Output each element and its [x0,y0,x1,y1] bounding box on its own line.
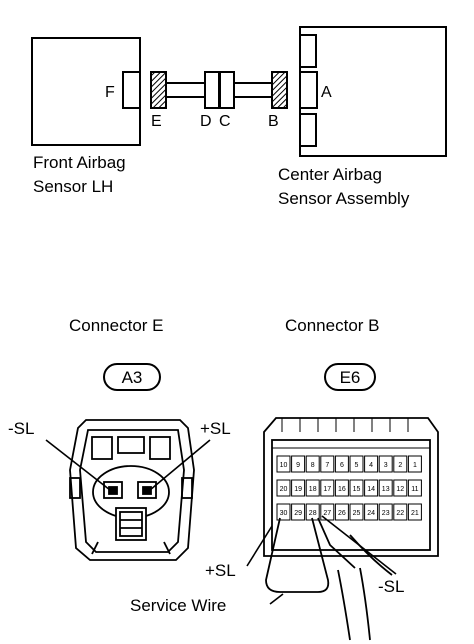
pin-number: 13 [382,486,390,493]
connector-d-plug [204,71,220,109]
service-wire-leader [269,593,284,605]
center-airbag-sensor-assembly: A [299,26,447,157]
pin-cell [407,503,422,521]
harness-letter-d: D [200,113,212,130]
connector-e-plus-leader [149,439,211,491]
pin-number: 9 [296,462,300,469]
pin-number: 15 [353,486,361,493]
service-wire [265,517,393,641]
connector-b-code-badge [324,363,376,391]
pin-cell [334,503,349,521]
connector-a-letter: A [321,84,332,101]
pin-number: 27 [323,510,331,517]
pin-cell [393,479,408,497]
pin-cell [407,479,422,497]
connector-b-plug [271,71,288,109]
pin-cell [276,503,291,521]
pin-number: 20 [280,486,288,493]
pin-cell [291,503,306,521]
pin-number: 16 [338,486,346,493]
pin-number: 22 [396,510,404,517]
pin-number: 4 [369,462,373,469]
connector-f-letter: F [105,84,115,101]
connector-e-title: Connector E [69,316,164,335]
pin-cell [320,455,335,473]
pin-cell [291,479,306,497]
pin-cell [393,455,408,473]
connector-b-minus-leader [321,515,397,575]
connector-e-code-badge [103,363,161,391]
assembly-socket-upper [299,34,317,68]
connector-b-title: Connector B [285,316,380,335]
pin-number: 11 [411,486,418,493]
connector-a-socket [299,71,318,109]
pin-cell [349,503,364,521]
harness-letter-c: C [219,113,231,130]
pin-number: 7 [325,462,329,469]
pin-number: 12 [396,486,404,493]
front-airbag-sensor-lh: F [31,37,141,146]
connector-e-minus-sl: -SL [8,419,34,438]
pin-number: 26 [338,510,346,517]
pin-number: 8 [311,462,315,469]
connector-f-socket [122,71,141,109]
connector-b-code: E6 [340,368,361,387]
pin-cell [378,503,393,521]
pin-number: 29 [294,510,302,517]
pin-cell [305,479,320,497]
pin-cell [276,479,291,497]
pin-cell [364,479,379,497]
wire-harness [150,71,288,109]
pin-number: 19 [294,486,302,493]
pin-number: 18 [309,486,317,493]
front-airbag-label-line1: Front Airbag [33,153,126,172]
pin-cell [407,455,422,473]
pin-number: 14 [367,486,375,493]
pin-number: 2 [398,462,402,469]
connector-b-minus-sl: -SL [378,577,404,596]
connector-e-minus-leader [45,439,111,491]
connector-e-plug [150,71,167,109]
pin-number: 25 [353,510,361,517]
connector-e-code: A3 [122,368,143,387]
harness-letter-e: E [151,113,162,130]
pin-number: 24 [367,510,375,517]
pin-cell [349,455,364,473]
pin-cell [305,455,320,473]
pin-cell [378,455,393,473]
assembly-socket-lower [299,113,317,147]
pin-cell [364,503,379,521]
center-airbag-label-line1: Center Airbag [278,165,382,184]
connector-c-plug [219,71,235,109]
service-wire-label: Service Wire [130,596,226,615]
pin-cell [364,455,379,473]
pin-number: 1 [413,462,417,469]
pin-number: 21 [411,510,419,517]
pin-number: 17 [323,486,331,493]
center-airbag-label-line2: Sensor Assembly [278,189,410,208]
pin-cell [320,479,335,497]
pin-number: 6 [340,462,344,469]
pin-cell [334,455,349,473]
pin-cell [276,455,291,473]
connector-e-plus-sl: +SL [200,419,231,438]
front-airbag-label-line2: Sensor LH [33,177,113,196]
pin-cell [334,479,349,497]
pin-number: 5 [355,462,359,469]
pin-number: 3 [384,462,388,469]
pin-cell [393,503,408,521]
pin-cell [291,455,306,473]
harness-letter-b: B [268,113,279,130]
pin-cell [378,479,393,497]
connector-b-plus-sl: +SL [205,561,236,580]
connector-b-plus-leader [246,525,273,567]
pin-number: 23 [382,510,390,517]
pin-cell [349,479,364,497]
connector-e-face [69,419,195,561]
pin-number: 30 [280,510,288,517]
pin-number: 28 [309,510,317,517]
pin-number: 10 [280,462,288,469]
